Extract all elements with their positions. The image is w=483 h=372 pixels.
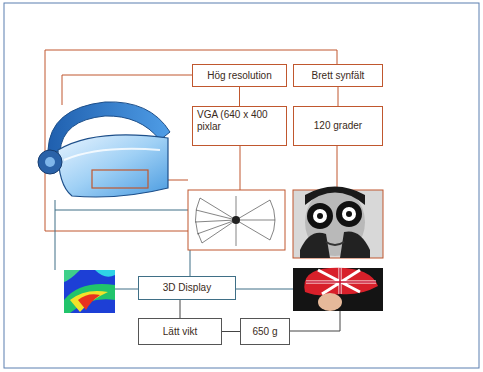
connector xyxy=(338,87,339,106)
field-of-view-sketch xyxy=(188,190,285,250)
box-label: 3D Display xyxy=(163,282,211,294)
box-label: Brett synfält xyxy=(312,70,365,82)
box-label: VGA (640 x 400 pixlar xyxy=(197,109,282,133)
text-box: 3D Display xyxy=(138,276,236,300)
connector xyxy=(222,331,240,332)
box-label: 120 grader xyxy=(314,120,362,132)
leader-lines xyxy=(290,311,340,331)
frame xyxy=(4,3,479,368)
text-box: Hög resolution xyxy=(192,64,287,87)
text-box: VGA (640 x 400 pixlar xyxy=(192,106,287,146)
box-label: Hög resolution xyxy=(207,70,271,82)
box-label: 650 g xyxy=(252,326,277,338)
union-jack-hat-photo xyxy=(293,268,383,311)
connector xyxy=(180,300,181,318)
box-label: Lätt vikt xyxy=(163,326,197,338)
binocular-hands-photo xyxy=(293,187,383,259)
text-box: 650 g xyxy=(240,318,290,345)
text-box: Lätt vikt xyxy=(138,318,222,345)
text-box: Brett synfält xyxy=(293,64,383,87)
text-box: 120 grader xyxy=(293,106,383,146)
vr-headset xyxy=(38,102,170,197)
connector xyxy=(239,87,240,106)
3d-flow-image xyxy=(64,270,115,313)
